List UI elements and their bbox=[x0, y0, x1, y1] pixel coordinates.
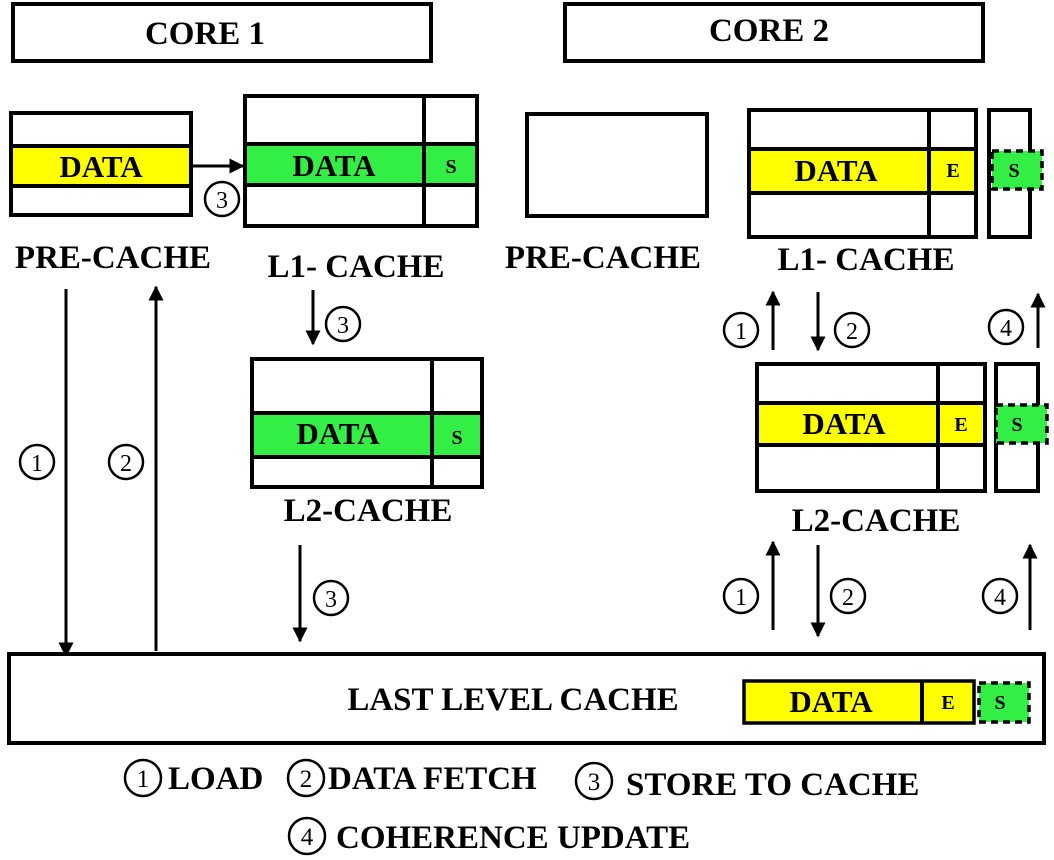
svg-text:1: 1 bbox=[31, 451, 43, 477]
step-4-marker: 4 bbox=[981, 577, 1019, 615]
core1-l2-label: L2-CACHE bbox=[284, 493, 453, 529]
core1-l1-state: S bbox=[445, 156, 456, 178]
core2-l2-cache: DATA E S L2-CACHE bbox=[755, 362, 1049, 539]
core1-l2-cache: DATA S L2-CACHE bbox=[250, 357, 484, 529]
core2-l1-new-state: S bbox=[1008, 160, 1019, 182]
step-2-marker: 2 bbox=[829, 577, 867, 615]
core1-precache-data: DATA bbox=[59, 149, 143, 184]
legend-store: 3 STORE TO CACHE bbox=[574, 761, 919, 803]
svg-text:4: 4 bbox=[994, 585, 1006, 611]
core2-precache: PRE-CACHE bbox=[505, 112, 709, 276]
core2-header: CORE 2 bbox=[563, 2, 985, 63]
core2-l2-new-state: S bbox=[1011, 414, 1022, 436]
core2-l1-label: L1- CACHE bbox=[778, 242, 955, 278]
core2-l1-cache: DATA E S L1- CACHE bbox=[747, 108, 1044, 278]
svg-text:2: 2 bbox=[300, 766, 313, 793]
svg-text:2: 2 bbox=[846, 319, 858, 345]
core2-l1-state: E bbox=[946, 160, 959, 182]
legend-store-text: STORE TO CACHE bbox=[626, 767, 919, 803]
step-1-marker: 1 bbox=[722, 577, 760, 615]
core2-l1-data: DATA bbox=[794, 153, 878, 188]
step-2-marker: 2 bbox=[833, 311, 871, 349]
core2-l2-label: L2-CACHE bbox=[792, 503, 961, 539]
svg-text:2: 2 bbox=[842, 585, 854, 611]
svg-text:3: 3 bbox=[337, 313, 349, 339]
svg-text:1: 1 bbox=[735, 585, 747, 611]
step-2-marker: 2 bbox=[107, 443, 145, 481]
llc-label: LAST LEVEL CACHE bbox=[347, 682, 678, 718]
core2-precache-label: PRE-CACHE bbox=[505, 240, 701, 276]
llc-new-state: S bbox=[994, 692, 1005, 714]
core1-header: CORE 1 bbox=[11, 2, 433, 63]
svg-text:4: 4 bbox=[301, 824, 314, 851]
core2-l2-data: DATA bbox=[802, 406, 886, 441]
svg-text:3: 3 bbox=[216, 188, 228, 214]
step-1-marker: 1 bbox=[722, 311, 760, 349]
legend-load-text: LOAD bbox=[168, 761, 263, 797]
core1-l2-data: DATA bbox=[296, 416, 380, 451]
svg-text:3: 3 bbox=[325, 587, 337, 613]
step-3-marker: 3 bbox=[324, 305, 362, 343]
legend-data-fetch: 2 DATA FETCH bbox=[286, 758, 537, 798]
core2-l2-state: E bbox=[954, 414, 967, 436]
svg-text:1: 1 bbox=[735, 319, 747, 345]
svg-text:2: 2 bbox=[120, 451, 132, 477]
core1-l2-state: S bbox=[451, 427, 462, 449]
core1-precache: DATA PRE-CACHE bbox=[9, 111, 211, 276]
legend-coherence: 4 COHERENCE UPDATE bbox=[287, 816, 690, 856]
legend-load: 1 LOAD bbox=[123, 758, 263, 798]
svg-text:3: 3 bbox=[588, 769, 601, 796]
legend: 1 LOAD 2 DATA FETCH 3 STORE TO CACHE 4 C… bbox=[123, 758, 919, 856]
core1-title: CORE 1 bbox=[145, 16, 265, 52]
legend-data-fetch-text: DATA FETCH bbox=[328, 761, 537, 797]
legend-coherence-text: COHERENCE UPDATE bbox=[336, 820, 690, 856]
last-level-cache: LAST LEVEL CACHE DATA E S bbox=[7, 652, 1046, 745]
step-3-marker: 3 bbox=[203, 180, 241, 218]
llc-state: E bbox=[941, 692, 954, 714]
core2-title: CORE 2 bbox=[709, 13, 829, 49]
core1-l1-data: DATA bbox=[292, 148, 376, 183]
core1-l1-cache: DATA S L1- CACHE bbox=[243, 94, 479, 285]
step-3-marker: 3 bbox=[312, 579, 350, 617]
svg-text:1: 1 bbox=[137, 766, 150, 793]
step-1-marker: 1 bbox=[18, 443, 56, 481]
svg-text:4: 4 bbox=[1000, 316, 1012, 342]
core1-precache-label: PRE-CACHE bbox=[15, 240, 211, 276]
llc-data: DATA bbox=[789, 684, 873, 719]
core1-l1-label: L1- CACHE bbox=[268, 249, 445, 285]
step-4-marker: 4 bbox=[987, 308, 1025, 346]
